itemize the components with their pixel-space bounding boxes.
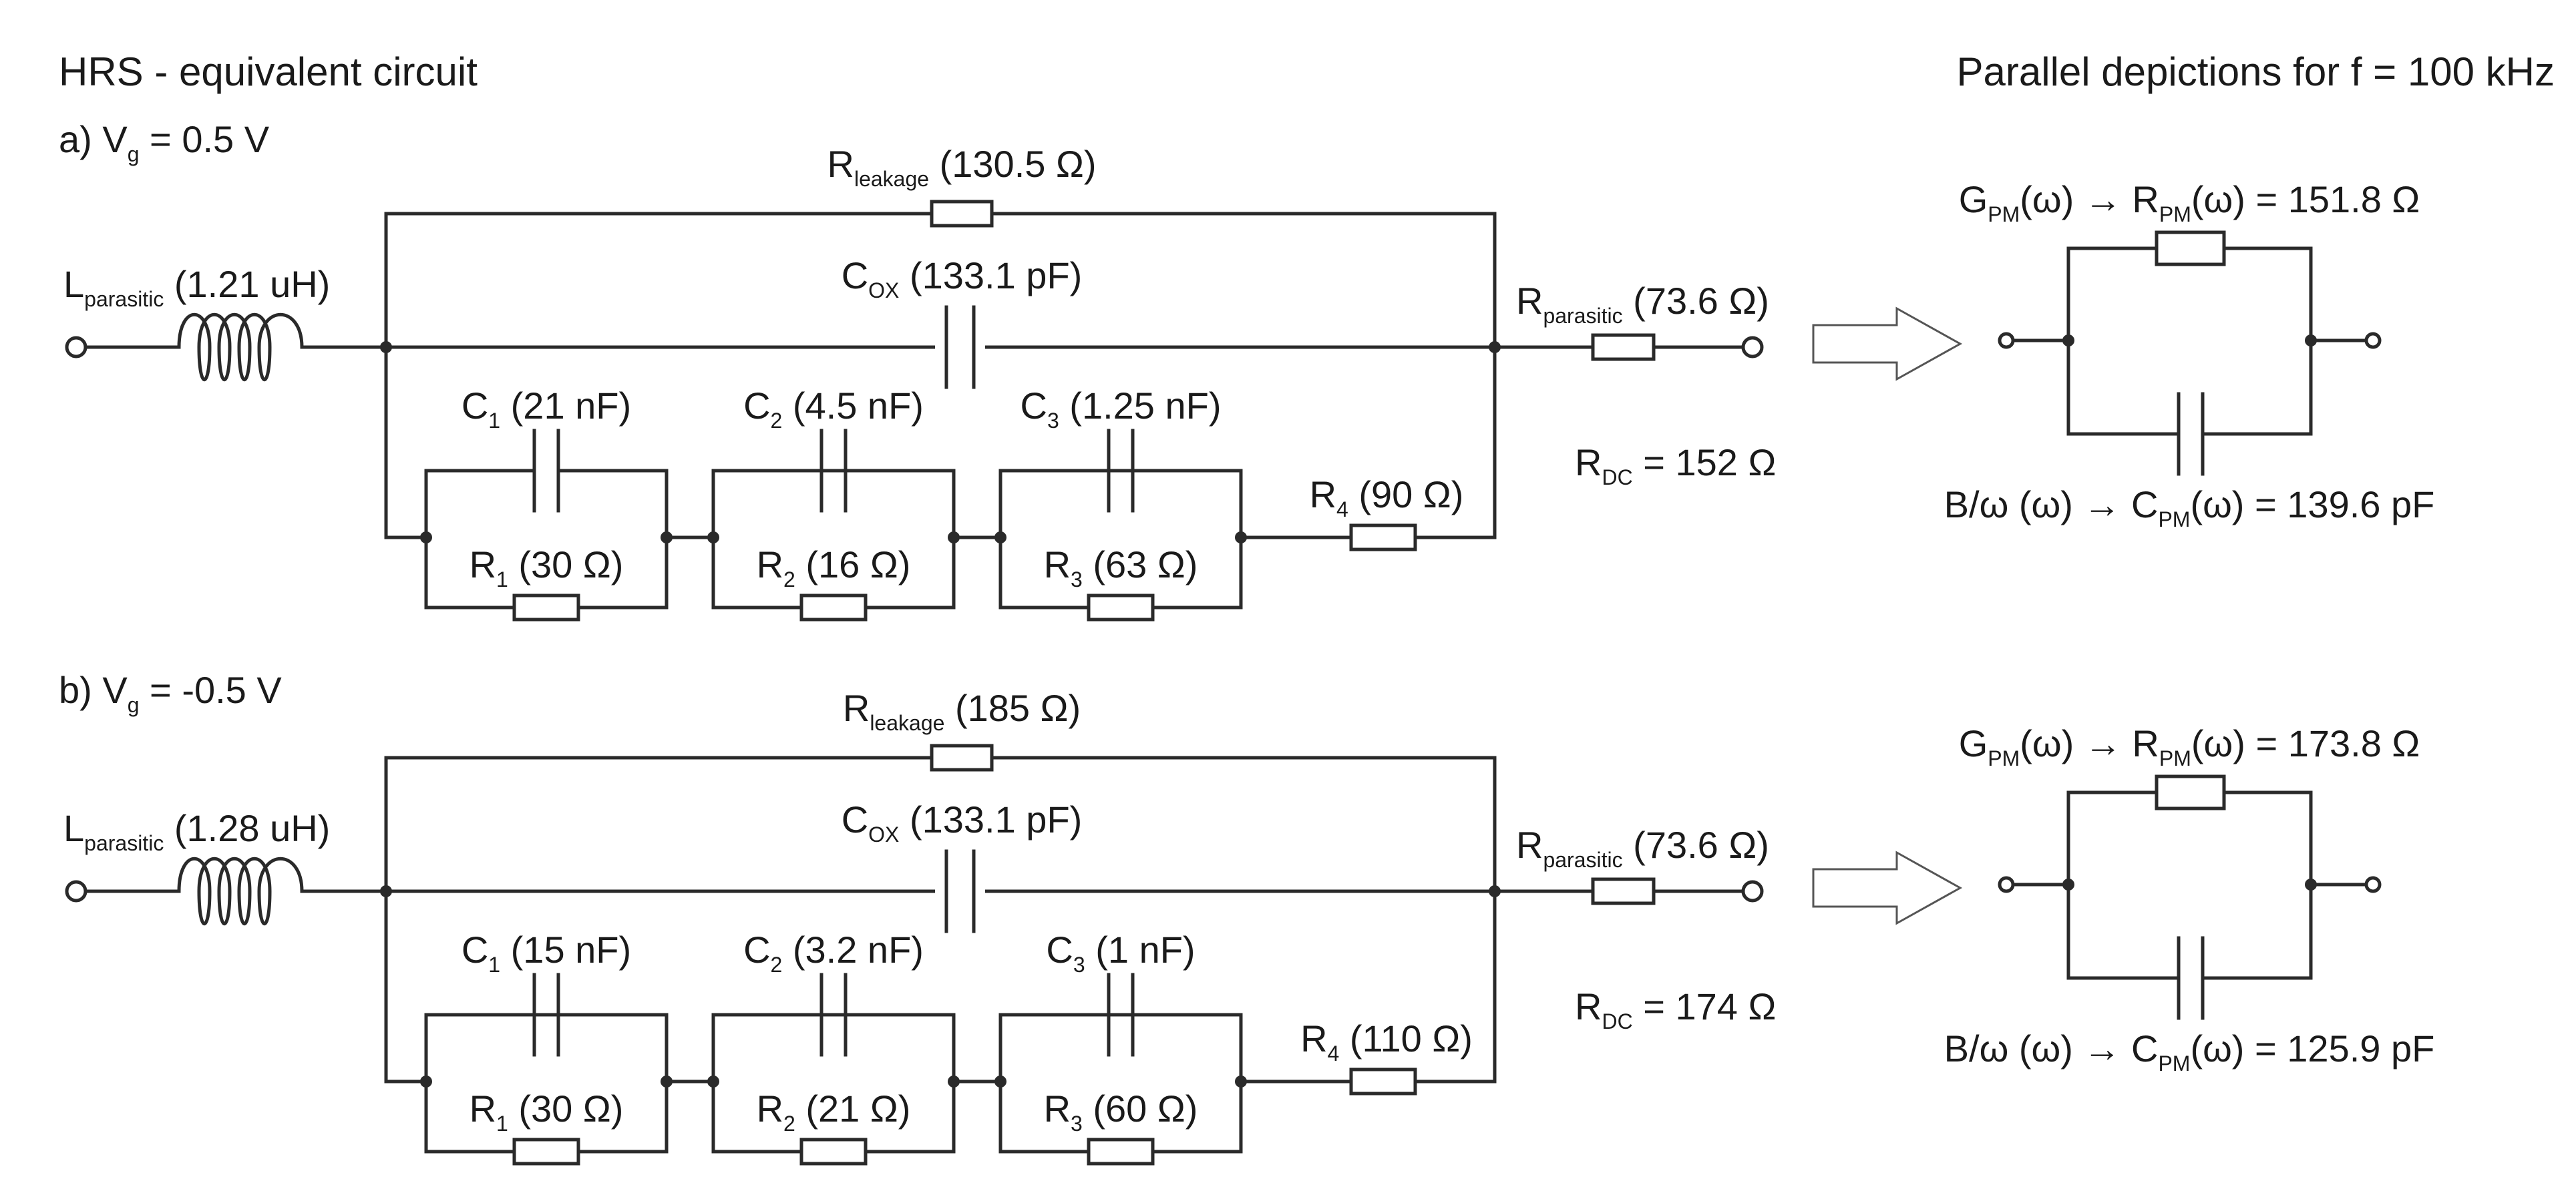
circuit-a-wires (83, 212, 1745, 610)
circuit-a-rleakage-resistor (930, 200, 994, 228)
circuit-a-pm-terminal-right (2364, 332, 2382, 349)
circuit-a-r1-label: R1 (30 Ω) (470, 543, 624, 591)
circuit-b-cox-label: COX (133.1 pF) (842, 798, 1083, 847)
circuit-a-c1-capacitor (424, 427, 669, 514)
circuit-a-bpm-label: B/ω (ω) → CPM(ω) = 139.6 pF (1944, 483, 2435, 531)
circuit-a-c3-capacitor (998, 429, 1243, 513)
circuit-b-bpm-label: B/ω (ω) → CPM(ω) = 125.9 pF (1944, 1027, 2435, 1076)
circuit-b-rparasitic-label: Rparasitic (73.6 Ω) (1516, 824, 1769, 872)
circuit-b-wires (83, 756, 1745, 1154)
circuit-b-inductor-symbol (177, 857, 304, 925)
circuit-b-rparasitic-resistor (1591, 877, 1656, 905)
heading-left: HRS - equivalent circuit (59, 49, 478, 94)
circuit-b-pm-terminal-right (2364, 876, 2382, 893)
circuit-b-c1-label: C1 (15 nF) (462, 929, 631, 977)
circuit-b-r3-label: R3 (60 Ω) (1044, 1088, 1198, 1136)
circuit-a-gpm-label: GPM(ω) → RPM(ω) = 151.8 Ω (1959, 178, 2420, 226)
circuit-a-inductor-symbol (177, 312, 304, 381)
circuit-a-rleakage-label: Rleakage (130.5 Ω) (827, 143, 1097, 191)
circuit-a-c2-capacitor (711, 429, 956, 513)
circuit-b-rleakage-resistor (930, 744, 994, 772)
circuit-a-rdc-label: RDC = 152 Ω (1575, 441, 1776, 489)
circuit-a-arrow (1812, 306, 1963, 381)
circuit-b-r2-resistor (799, 1138, 868, 1166)
circuit-a-cox-label: COX (133.1 pF) (842, 254, 1083, 302)
circuit-b-terminal-left (65, 880, 87, 903)
circuit-b-c2-label: C2 (3.2 nF) (743, 929, 924, 977)
circuit-a-pm-terminal-left (1998, 332, 2015, 349)
circuit-a-r3-resistor (1087, 593, 1155, 622)
heading-right: Parallel depictions for f = 100 kHz (1957, 49, 2555, 94)
circuit-b-gpm-label: GPM(ω) → RPM(ω) = 173.8 Ω (1959, 722, 2420, 770)
circuit-b-c2-capacitor (711, 973, 956, 1057)
circuit-b-terminal-right (1741, 880, 1764, 903)
circuit-a-c2-label: C2 (4.5 nF) (743, 385, 924, 433)
circuit-a-terminal-right (1741, 336, 1764, 359)
circuit-b-rpm-resistor (2155, 774, 2226, 810)
circuit-b-rdc-label: RDC = 174 Ω (1575, 985, 1776, 1033)
circuit-a-r3-label: R3 (63 Ω) (1044, 543, 1198, 591)
circuit-a-parallel-equivalent (1998, 230, 2382, 476)
circuit-a-lparasitic-label: Lparasitic (1.21 uH) (63, 263, 330, 311)
circuit-b-r3-resistor (1087, 1138, 1155, 1166)
circuit-b-parallel-equivalent (1998, 774, 2382, 1020)
circuit-b-r4-label: R4 (110 Ω) (1300, 1017, 1473, 1065)
circuit-b-r2-label: R2 (21 Ω) (757, 1088, 911, 1136)
circuit-b-c3-label: C3 (1 nF) (1046, 929, 1195, 977)
circuit-a-case-label: a) Vg = 0.5 V (59, 118, 270, 166)
circuit-a-r4-resistor (1349, 523, 1417, 551)
circuit-b-rleakage-label: Rleakage (185 Ω) (843, 687, 1081, 735)
circuit-a-rparasitic-resistor (1591, 333, 1656, 361)
circuit-a-r2-resistor (799, 593, 868, 622)
circuit-b-lparasitic-label: Lparasitic (1.28 uH) (63, 807, 330, 855)
circuit-a-r1-resistor (512, 593, 580, 622)
circuit-a-r4-label: R4 (90 Ω) (1310, 473, 1464, 521)
circuit-b-arrow (1812, 851, 1963, 925)
circuit-b-c3-capacitor (998, 973, 1243, 1057)
circuit-b-r1-label: R1 (30 Ω) (470, 1088, 624, 1136)
circuit-a: a) Vg = 0.5 V Rleakage (130.5 Ω) COX (13… (59, 118, 2435, 622)
circuit-b-cox-capacitor (935, 849, 985, 933)
circuit-b-c1-capacitor (424, 973, 669, 1057)
circuit-b-pm-terminal-left (1998, 876, 2015, 893)
circuit-a-c1-label: C1 (21 nF) (462, 385, 631, 433)
circuit-b-case-label: b) Vg = -0.5 V (59, 669, 282, 717)
circuit-a-cox-capacitor (935, 305, 985, 389)
circuit-a-rpm-resistor (2155, 230, 2226, 266)
circuit-a-rparasitic-label: Rparasitic (73.6 Ω) (1516, 280, 1769, 328)
circuit-a-r2-label: R2 (16 Ω) (757, 543, 911, 591)
circuit-b-r4-resistor (1349, 1067, 1417, 1096)
circuit-b-r1-resistor (512, 1138, 580, 1166)
circuit-b: b) Vg = -0.5 V Rleakage (185 Ω) COX (133… (59, 669, 2435, 1166)
circuit-a-c3-label: C3 (1.25 nF) (1020, 385, 1221, 433)
circuit-a-terminal-left (65, 336, 87, 359)
